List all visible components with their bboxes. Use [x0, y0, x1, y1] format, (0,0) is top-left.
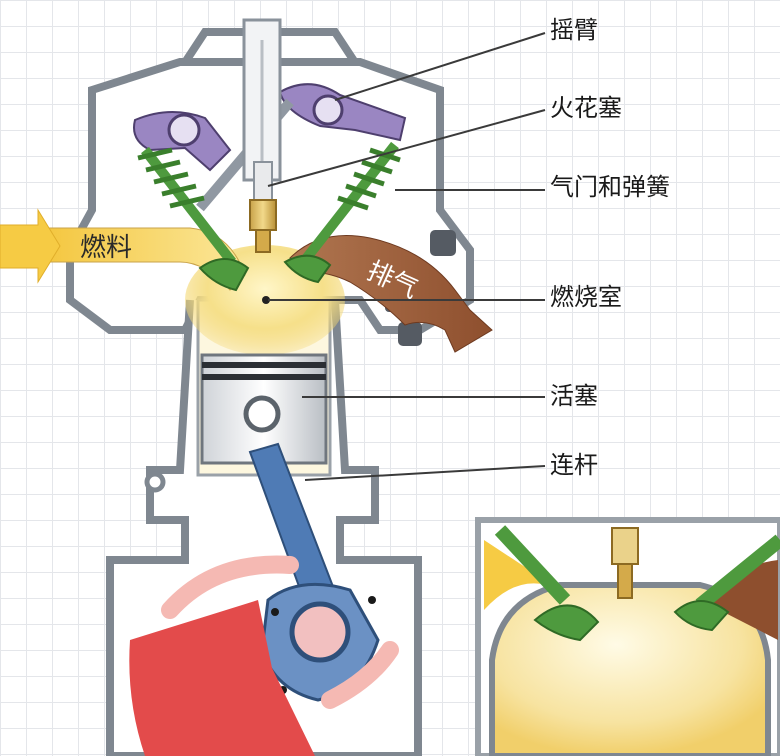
- intake-valve: [137, 146, 250, 292]
- label-rocker-arm: 摇臂: [550, 16, 598, 44]
- piston-pin: [243, 395, 281, 433]
- crank-counterweight: [129, 600, 315, 756]
- combustion-chamber-dot: [262, 296, 270, 304]
- spark-plug: [249, 161, 277, 253]
- inset-detail: [475, 517, 780, 756]
- exhaust-arrow: 排气: [289, 235, 493, 353]
- rocker-arm-right: [278, 83, 407, 142]
- callout-lines: [267, 32, 546, 481]
- label-spark-plug: 火花塞: [550, 94, 622, 122]
- callout-line-spark: [267, 109, 546, 187]
- label-valve-spring: 气门和弹簧: [550, 173, 670, 201]
- piston: [200, 353, 328, 465]
- label-piston: 活塞: [550, 382, 598, 410]
- crank-rotation-arrow: [161, 555, 299, 619]
- callout-line-rocker: [334, 32, 546, 101]
- intake-valve-spring: [137, 147, 205, 209]
- callout-line-rod: [304, 465, 546, 481]
- fuel-label: 燃料: [80, 233, 132, 263]
- exhaust-valve: [283, 141, 401, 284]
- exhaust-valve-spring: [337, 147, 401, 211]
- label-connecting-rod: 连杆: [550, 451, 598, 479]
- connecting-rod: [248, 442, 380, 702]
- rocker-arm-left: [133, 110, 232, 172]
- label-combustion-chamber: 燃烧室: [550, 283, 622, 311]
